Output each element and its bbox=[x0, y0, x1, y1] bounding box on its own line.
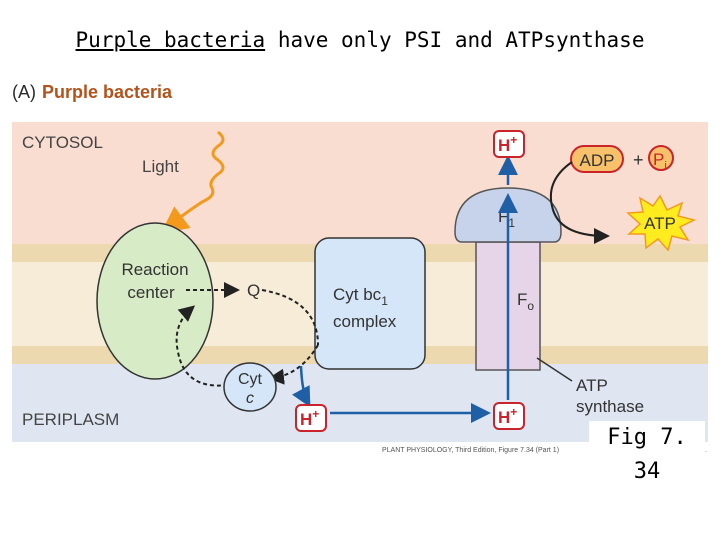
h-plus-badge-top: H+ bbox=[493, 130, 525, 158]
h-plus-sup-left: + bbox=[312, 407, 319, 421]
panel-name: Purple bacteria bbox=[42, 82, 173, 102]
cyt-bc1-label: Cyt bc1 bbox=[333, 285, 388, 308]
svg-text:H+: H+ bbox=[498, 133, 517, 155]
h-plus-badge-right: H+ bbox=[493, 402, 525, 430]
quinone-label: Q bbox=[247, 281, 260, 300]
atp-star bbox=[626, 194, 697, 252]
fo-text: F bbox=[517, 290, 527, 309]
svg-text:H+: H+ bbox=[498, 405, 517, 427]
h-plus-sup-right: + bbox=[510, 405, 517, 419]
electron-arrow-cytc-to-rc bbox=[175, 305, 229, 387]
cyt-c-label-1: Cyt bbox=[238, 371, 263, 388]
cyt-bc1-subscript: 1 bbox=[381, 294, 388, 308]
adp-badge bbox=[570, 145, 624, 173]
pi-label: Pi bbox=[653, 150, 667, 172]
panel-letter: (A) bbox=[12, 82, 36, 102]
periplasm-label: PERIPLASM bbox=[22, 410, 119, 429]
f1-subscript: 1 bbox=[508, 216, 515, 230]
figure-caption: Fig 7. 34 bbox=[589, 421, 705, 484]
h-plus-text-top: H bbox=[498, 136, 510, 155]
fo-subscript: o bbox=[527, 299, 534, 313]
light-label: Light bbox=[142, 157, 179, 176]
title-underlined-part: Purple bacteria bbox=[75, 28, 266, 52]
cyt-bc1-text: Cyt bc bbox=[333, 285, 382, 304]
cyt-bc1-complex bbox=[314, 237, 426, 370]
reaction-center bbox=[96, 222, 214, 380]
cytochrome-c bbox=[223, 362, 277, 412]
figure-credit: PLANT PHYSIOLOGY, Third Edition, Figure … bbox=[382, 447, 560, 454]
atp-label: ATP bbox=[644, 214, 676, 233]
electron-arrow-bc1-to-cytc bbox=[268, 344, 319, 385]
panel-heading: (A) Purple bacteria bbox=[12, 82, 172, 103]
h-plus-text-left: H bbox=[300, 410, 312, 429]
pi-text: P bbox=[653, 150, 664, 169]
proton-release-arrow bbox=[292, 365, 311, 408]
light-wave-icon bbox=[160, 130, 225, 234]
adp-label: ADP bbox=[580, 151, 615, 170]
f1-text: F bbox=[498, 207, 508, 226]
cyt-c-label-2: c bbox=[246, 390, 254, 407]
atp-synthase-pointer bbox=[536, 357, 573, 382]
h-plus-sup-top: + bbox=[510, 133, 517, 147]
title-rest: have only PSI and ATPsynthase bbox=[265, 28, 645, 52]
svg-text:H+: H+ bbox=[300, 407, 319, 429]
atp-conversion-arrow bbox=[550, 161, 610, 244]
reaction-center-label-2: center bbox=[127, 283, 175, 302]
adp-plus-sign: + bbox=[633, 150, 644, 170]
electron-arrow-q-to-bc1 bbox=[261, 289, 319, 346]
slide-title: Purple bacteria have only PSI and ATPsyn… bbox=[0, 28, 720, 52]
pi-subscript: i bbox=[664, 160, 666, 172]
atp-synthase-label-2: synthase bbox=[576, 397, 644, 416]
h-plus-badge-left: H+ bbox=[295, 404, 327, 432]
cytosol-region bbox=[12, 122, 708, 244]
f1-label: F1 bbox=[498, 207, 515, 230]
atp-synthase-label-1: ATP bbox=[576, 376, 608, 395]
pi-badge bbox=[648, 145, 674, 171]
fo-label: Fo bbox=[517, 290, 534, 313]
reaction-center-label-1: Reaction bbox=[121, 260, 188, 279]
cyt-bc1-complex-label: complex bbox=[333, 312, 397, 331]
cytosol-label: CYTOSOL bbox=[22, 133, 103, 152]
h-plus-text-right: H bbox=[498, 408, 510, 427]
